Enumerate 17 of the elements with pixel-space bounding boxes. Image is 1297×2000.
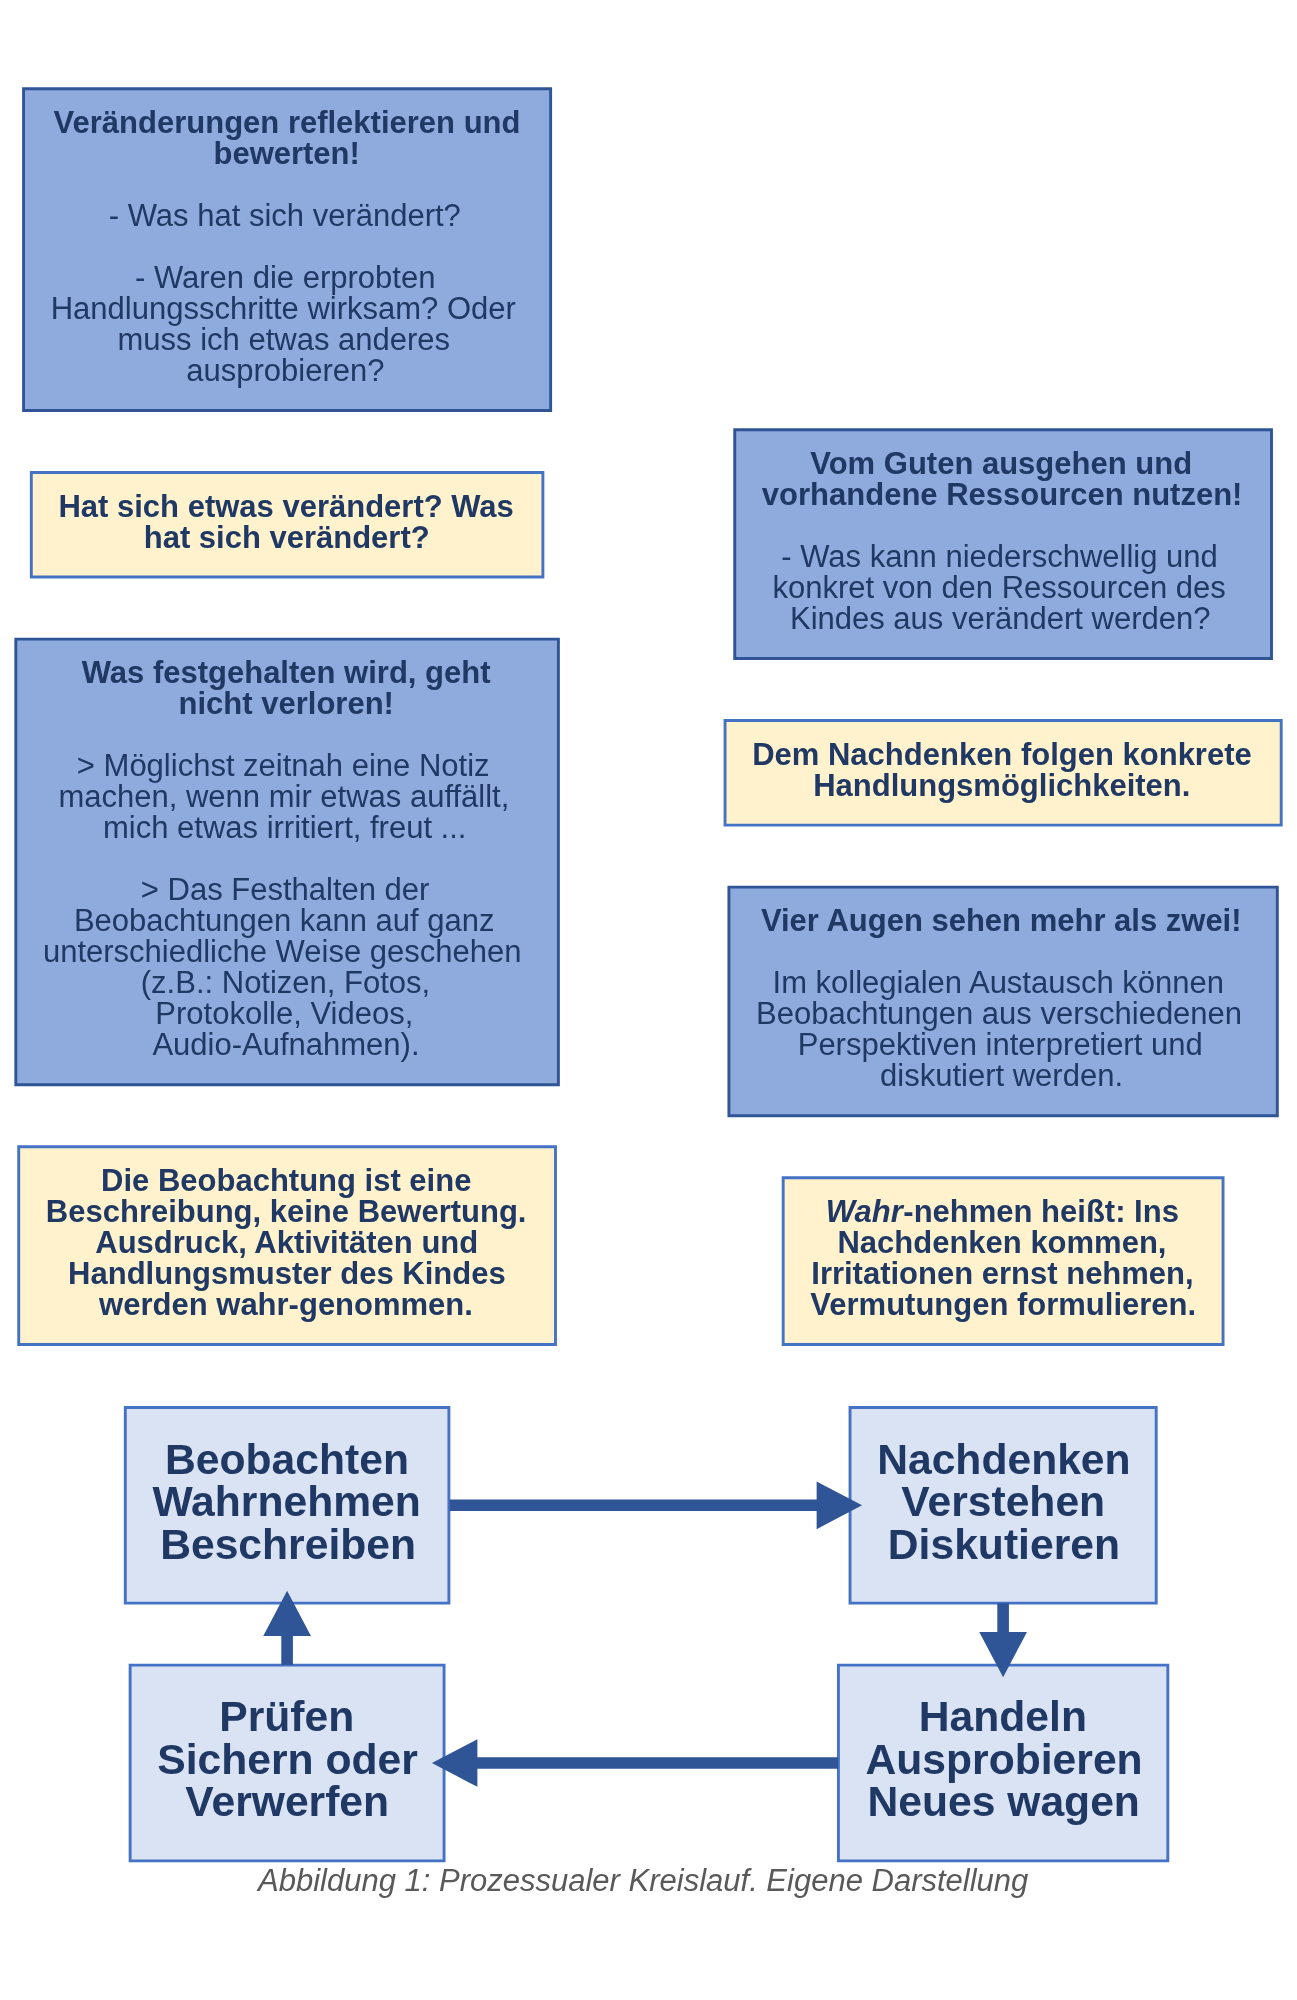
node-box: Prüfen Sichern oder Verwerfen xyxy=(128,1663,446,1863)
node-box: Hat sich etwas verändert? Was hat sich verändert? xyxy=(29,470,545,579)
node-box: Die Beobachtung ist eine Beschreibung, keine Bewertung. Ausdruck, Aktivitäten und Handlungsmuster des Kindes werden wahr-genommen. xyxy=(17,1145,557,1346)
node-box: Nachdenken Verstehen Diskutieren xyxy=(848,1405,1158,1605)
node-box: Was festgehalten wird, geht nicht verloren! > Möglichst zeitnah eine Notiz machen, wenn mir etwas auffällt, mich etwas irritiert, freut ... > Das Festhalten der Beobachtungen kann auf ganz unterschiedliche Weise geschehen (z.B.: Notizen, Fotos, Protokolle, Videos, Audio-Aufnahmen). xyxy=(14,637,560,1087)
arrow xyxy=(979,1603,1027,1678)
node-box: Wahr-nehmen heißt: Ins Nachdenken kommen, Irritationen ernst nehmen, Vermutungen formulieren. xyxy=(781,1176,1225,1346)
caption: Abbildung 1: Prozessualer Kreislauf. Eigene Darstellung xyxy=(258,1863,1029,1899)
arrow xyxy=(263,1590,311,1665)
node-box: Veränderungen reflektieren und bewerten! - Was hat sich verändert? - Waren die erprobten Handlungsschritte wirksam? Oder muss ich etwas anderes ausprobieren? xyxy=(22,87,553,412)
node-box: Vom Guten ausgehen und vorhandene Ressourcen nutzen! - Was kann niederschwellig und konkret von den Ressourcen des Kindes aus verändert werden? xyxy=(733,428,1273,660)
arrow xyxy=(449,1481,863,1530)
node-box: Vier Augen sehen mehr als zwei! Im kollegialen Austausch können Beobachtungen aus verschiedenen Perspektiven interpretiert und diskutiert werden. xyxy=(727,885,1279,1118)
node-box: Handeln Ausprobieren Neues wagen xyxy=(836,1663,1170,1863)
node-box: Dem Nachdenken folgen konkrete Handlungsmöglichkeiten. xyxy=(723,719,1283,827)
node-box: Beobachten Wahrnehmen Beschreiben xyxy=(123,1405,451,1605)
arrow xyxy=(431,1739,839,1787)
